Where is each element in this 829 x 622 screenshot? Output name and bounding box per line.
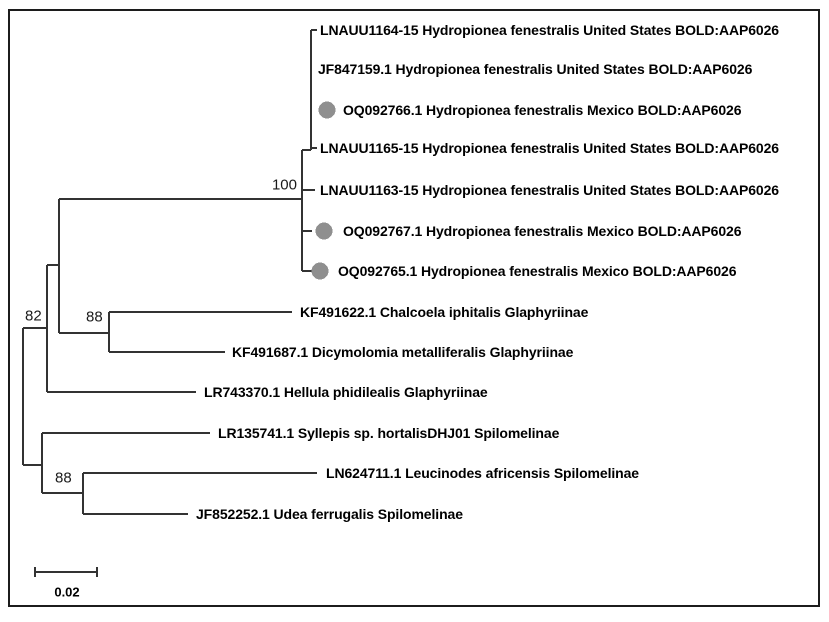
branch-group	[22, 29, 317, 577]
taxon-label-lnauu1164-15: LNAUU1164-15 Hydropionea fenestralis Uni…	[320, 22, 779, 38]
sample-marker-group	[311, 101, 336, 280]
taxon-label-kf491687-1: KF491687.1 Dicymolomia metalliferalis Gl…	[232, 344, 574, 360]
bootstrap-value-82: 82	[25, 307, 42, 325]
taxon-label-oq092765-1: OQ092765.1 Hydropionea fenestralis Mexic…	[338, 263, 737, 279]
bootstrap-value-88-upper: 88	[86, 308, 103, 326]
taxon-label-lnauu1163-15: LNAUU1163-15 Hydropionea fenestralis Uni…	[320, 182, 779, 198]
sample-marker-circle	[315, 222, 333, 240]
taxon-label-lr135741-1: LR135741.1 Syllepis sp. hortalisDHJ01 Sp…	[218, 425, 560, 441]
taxon-label-jf852252-1: JF852252.1 Udea ferrugalis Spilomelinae	[196, 506, 463, 522]
taxon-label-ln624711-1: LN624711.1 Leucinodes africensis Spilome…	[326, 465, 639, 481]
scale-bar-label: 0.02	[54, 584, 80, 600]
sample-marker-circle	[311, 262, 329, 280]
sample-marker-circle	[318, 101, 336, 119]
taxon-label-oq092766-1: OQ092766.1 Hydropionea fenestralis Mexic…	[343, 102, 742, 118]
taxon-label-kf491622-1: KF491622.1 Chalcoela iphitalis Glaphyrii…	[300, 304, 589, 320]
taxon-label-lr743370-1: LR743370.1 Hellula phidilealis Glaphyrii…	[204, 384, 488, 400]
taxon-label-lnauu1165-15: LNAUU1165-15 Hydropionea fenestralis Uni…	[320, 140, 779, 156]
taxon-label-jf847159-1: JF847159.1 Hydropionea fenestralis Unite…	[318, 61, 753, 77]
bootstrap-value-100: 100	[271, 176, 297, 194]
taxon-label-oq092767-1: OQ092767.1 Hydropionea fenestralis Mexic…	[343, 223, 742, 239]
bootstrap-value-88-lower: 88	[55, 469, 72, 487]
figure-border	[8, 9, 820, 607]
